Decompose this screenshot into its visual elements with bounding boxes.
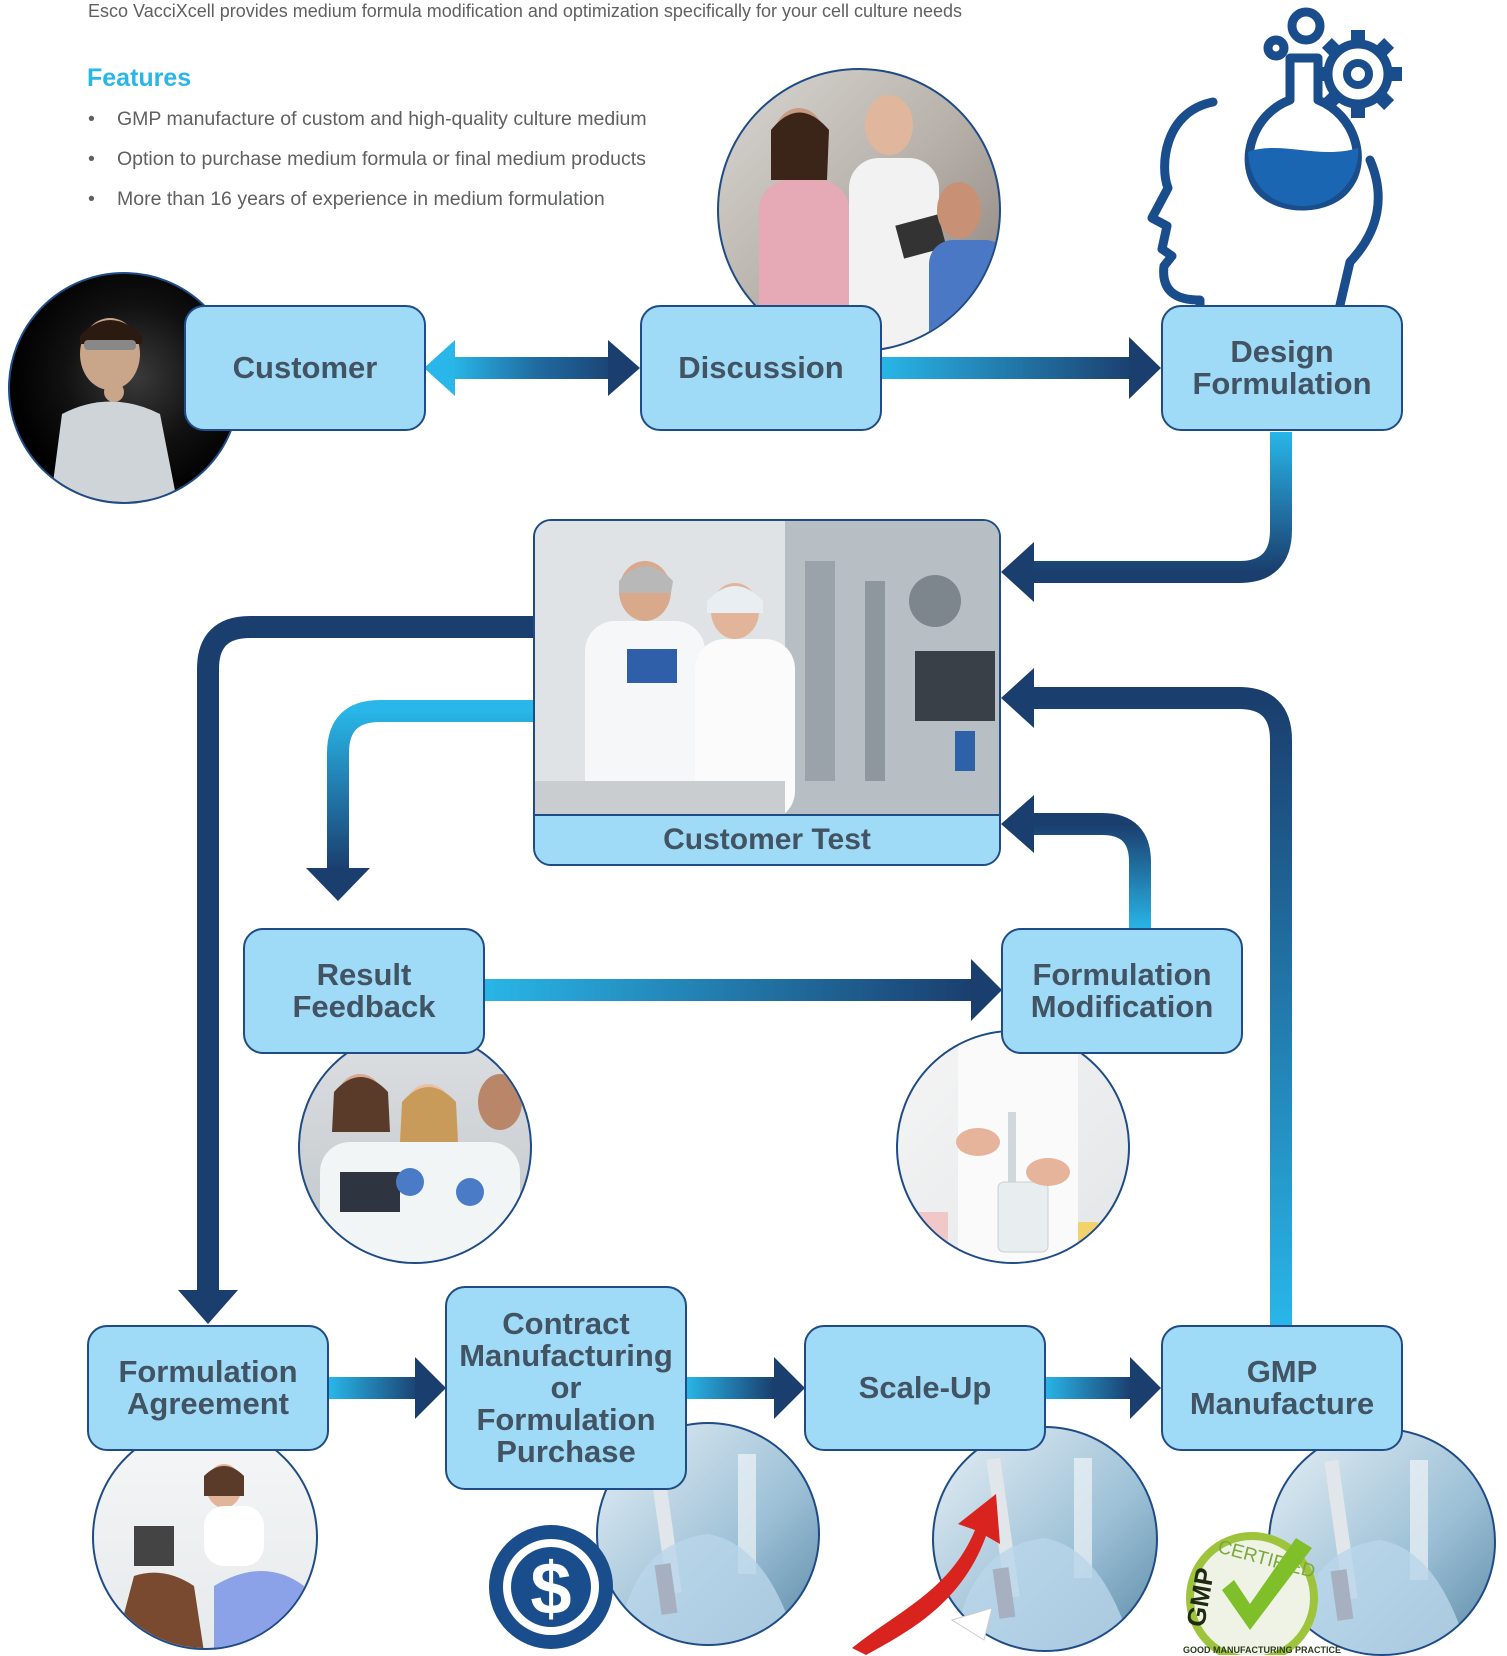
result-feedback-box: Result Feedback: [243, 928, 485, 1054]
formulation-modification-box: Formulation Modification: [1001, 928, 1243, 1054]
arrow-customer-discussion: [424, 340, 640, 396]
feature-item: More than 16 years of experience in medi…: [88, 184, 647, 224]
formulation-modification-label: Formulation Modification: [1030, 957, 1214, 1024]
formulation-agreement-box: Formulation Agreement: [87, 1325, 329, 1451]
feature-item: Option to purchase medium formula or fin…: [88, 144, 647, 184]
arrow-contract-scaleup: [686, 1357, 805, 1419]
design-formulation-label: Design Formulation: [1192, 334, 1372, 401]
agreement-photo: [92, 1424, 318, 1650]
customer-test-label: Customer Test: [535, 814, 999, 864]
arrow-agreement-contract: [329, 1357, 446, 1419]
scale-up-box: Scale-Up: [804, 1325, 1046, 1451]
arrow-design-test: [1001, 432, 1292, 602]
customer-label: Customer: [232, 350, 378, 385]
formulation-agreement-label: Formulation Agreement: [118, 1354, 298, 1421]
arrow-scaleup-gmp: [1044, 1357, 1161, 1419]
formulation-modification-photo: [896, 1030, 1130, 1264]
features-heading: Features: [87, 64, 192, 92]
intro-text: Esco VacciXcell provides medium formula …: [88, 1, 963, 21]
customer-box: Customer: [184, 305, 426, 431]
discussion-photo: [717, 68, 1001, 352]
contract-manufacturing-box: Contract Manufacturing or Formulation Pu…: [445, 1286, 687, 1490]
scale-up-label: Scale-Up: [858, 1370, 992, 1405]
arrow-feedback-modification: [482, 959, 1002, 1021]
result-feedback-label: Result Feedback: [292, 957, 436, 1024]
feature-item: GMP manufacture of custom and high-quali…: [88, 104, 647, 144]
gmp-photo: [1268, 1428, 1496, 1656]
arrow-modification-test: [1001, 795, 1151, 930]
discussion-box: Discussion: [640, 305, 882, 431]
customer-test-card: Customer Test: [533, 519, 1001, 866]
gmp-manufacture-box: GMP Manufacture: [1161, 1325, 1403, 1451]
customer-test-photo: [535, 521, 999, 821]
scaleup-photo: [932, 1426, 1158, 1652]
contract-manufacturing-label: Contract Manufacturing or Formulation Pu…: [459, 1306, 673, 1469]
design-formulation-box: Design Formulation: [1161, 305, 1403, 431]
arrow-test-feedback: [306, 700, 535, 901]
result-feedback-photo: [298, 1030, 532, 1264]
gmp-manufacture-label: GMP Manufacture: [1189, 1354, 1375, 1421]
arrow-discussion-design: [880, 337, 1161, 399]
arrow-gmp-test: [1001, 668, 1292, 1325]
discussion-label: Discussion: [678, 350, 844, 385]
arrow-test-agreement: [178, 616, 535, 1324]
features-list: GMP manufacture of custom and high-quali…: [88, 104, 647, 224]
